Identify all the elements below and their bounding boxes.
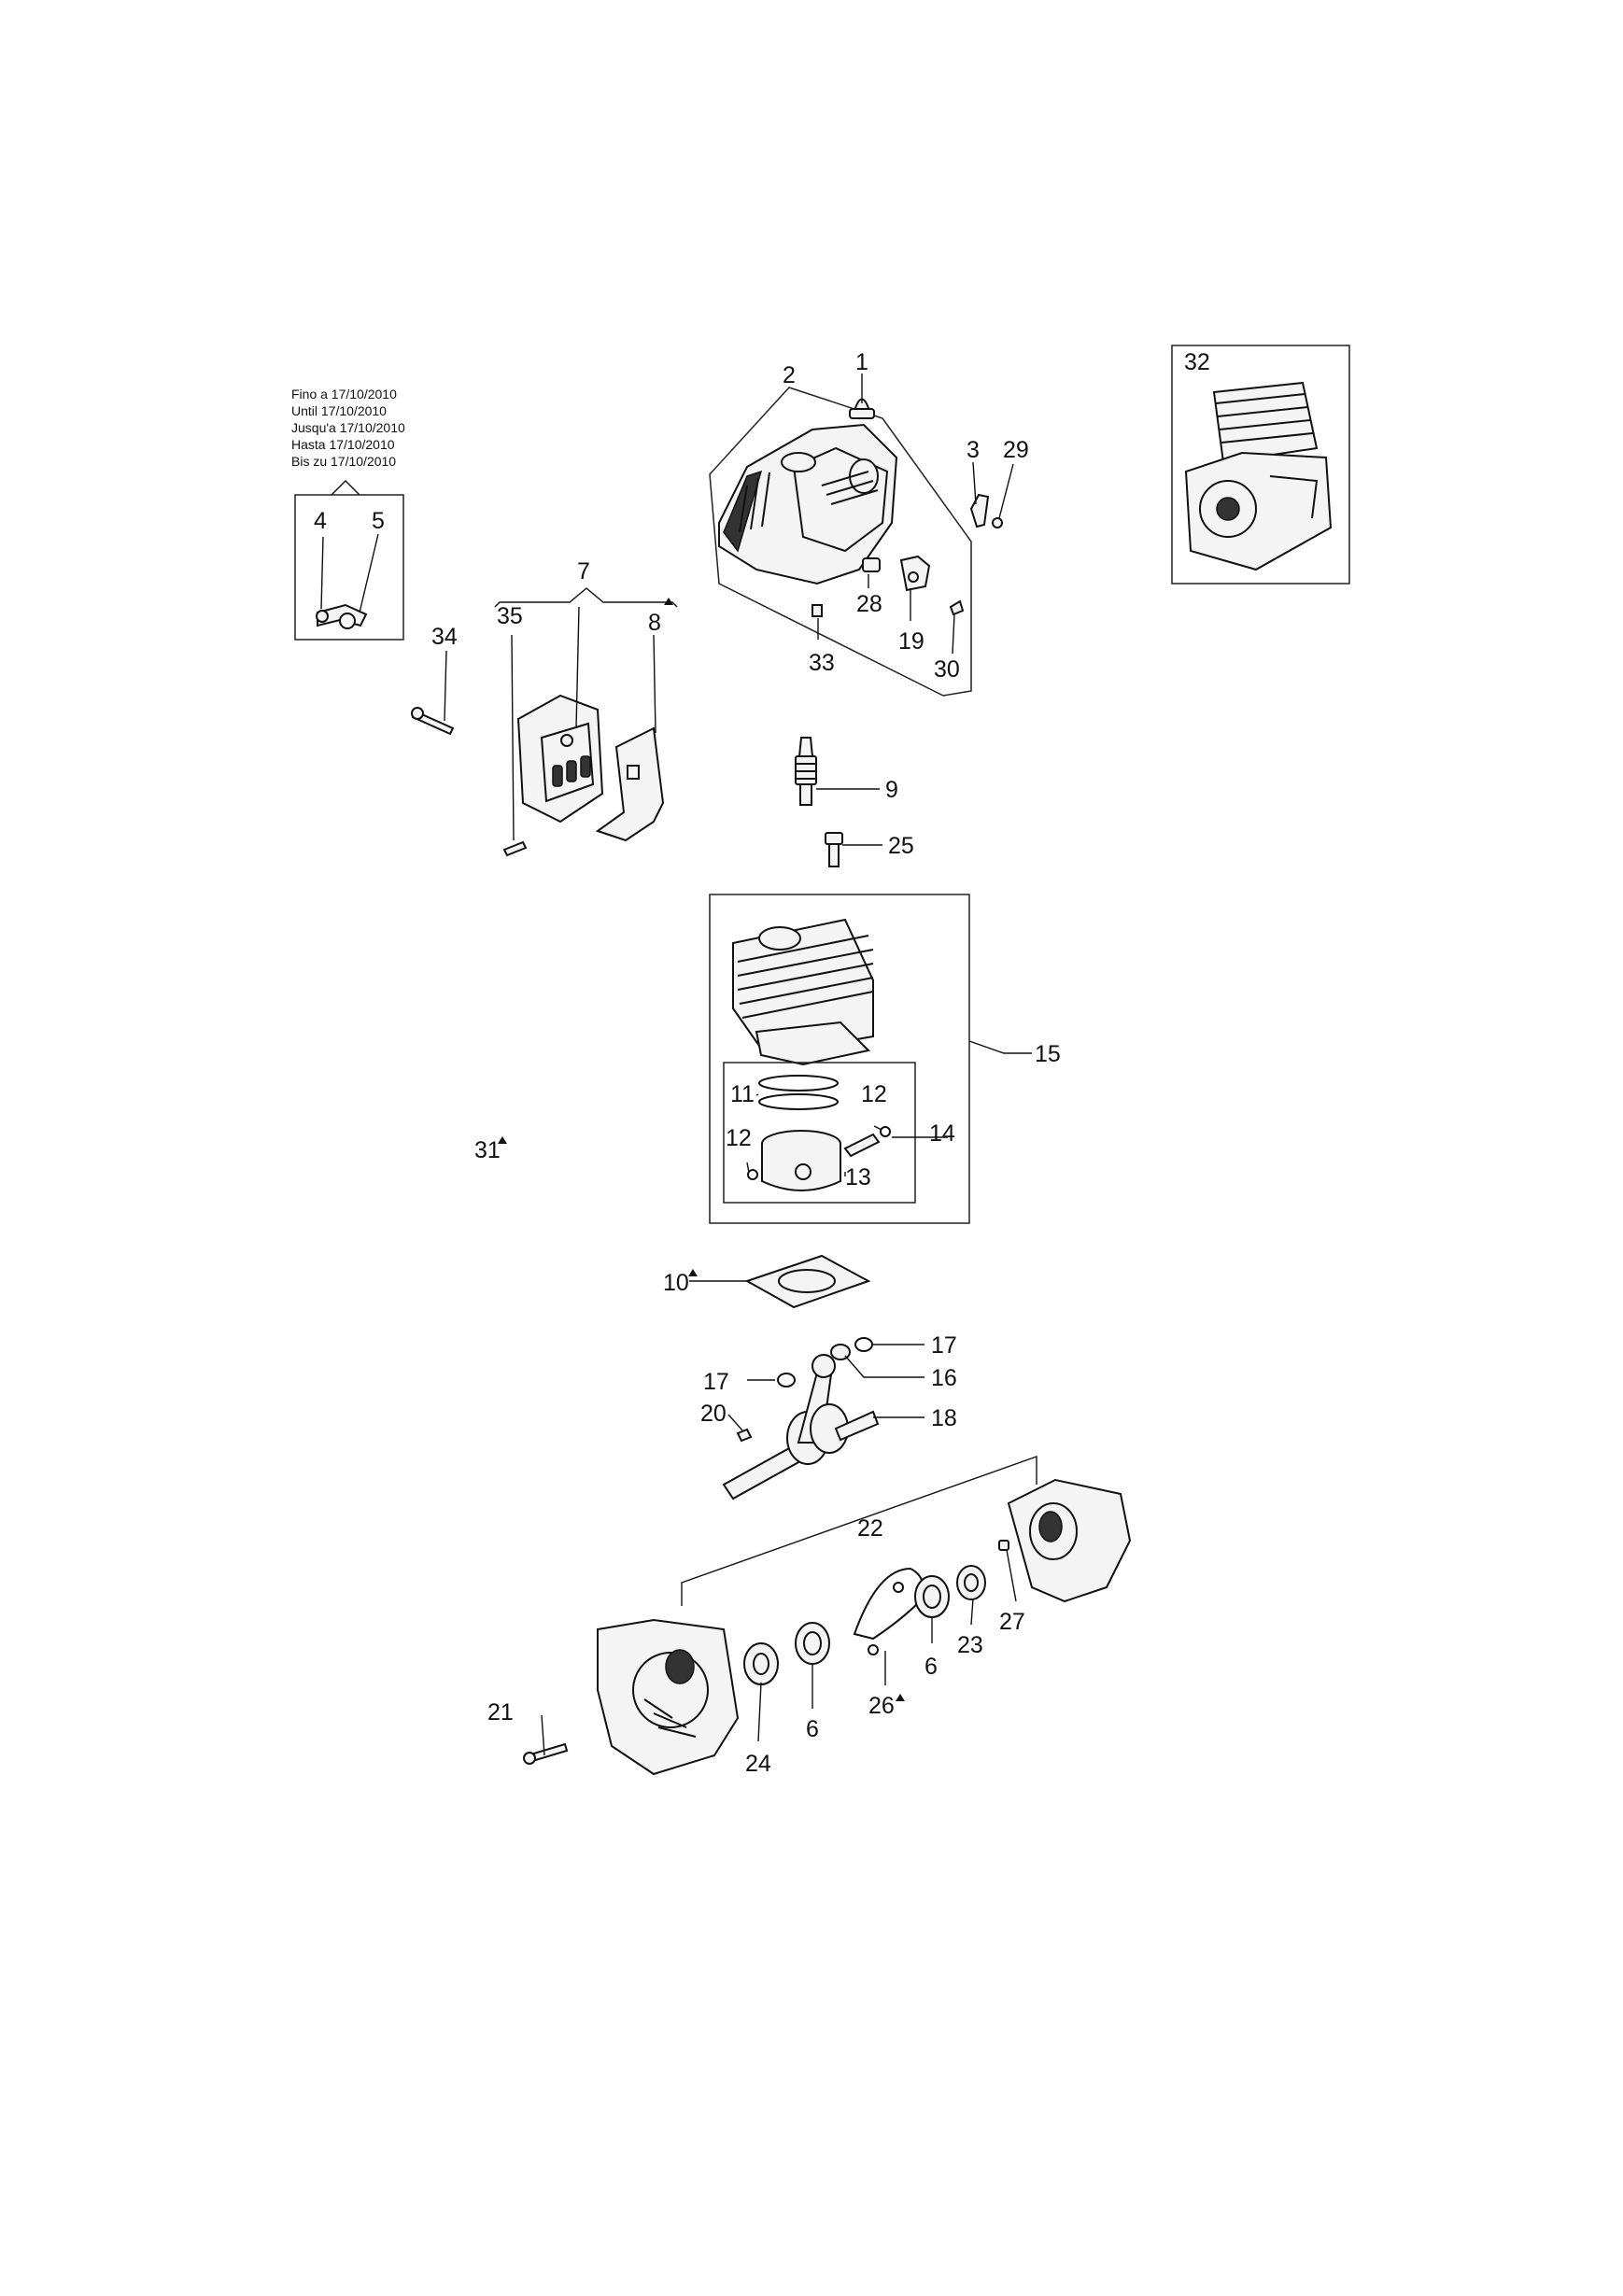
screw-part-25 bbox=[825, 832, 843, 867]
muffler-bracket bbox=[494, 587, 678, 608]
callout-23: 23 bbox=[957, 1632, 983, 1658]
note-line-es: Hasta 17/10/2010 bbox=[291, 437, 395, 452]
cylinder-gasket-part-10 bbox=[744, 1254, 871, 1309]
engine-shroud-part-2 bbox=[718, 423, 898, 585]
callout-31: 31 bbox=[474, 1137, 501, 1163]
mark-8 bbox=[664, 598, 673, 605]
callout-32: 32 bbox=[1184, 349, 1210, 375]
muffler-gasket-part-8 bbox=[595, 726, 665, 842]
piston-rings-part-11 bbox=[758, 1075, 839, 1110]
callout-21: 21 bbox=[487, 1699, 514, 1726]
callout-29: 29 bbox=[1003, 437, 1029, 463]
leader-21 bbox=[541, 1714, 545, 1756]
bolt-part-21 bbox=[523, 1742, 569, 1765]
callout-26: 26 bbox=[868, 1693, 895, 1719]
leader-16 bbox=[844, 1355, 924, 1378]
engine-assembly-box bbox=[1171, 345, 1350, 585]
shroud-group-outline bbox=[709, 387, 972, 697]
clamp-bolt-part-4-5 bbox=[316, 603, 368, 629]
callout-6b: 6 bbox=[924, 1654, 938, 1680]
callout-13: 13 bbox=[845, 1164, 871, 1190]
key-part-20 bbox=[736, 1428, 753, 1443]
callout-2: 2 bbox=[783, 362, 796, 388]
bolt-part-34 bbox=[411, 707, 455, 736]
mark-31 bbox=[498, 1136, 507, 1144]
callout-8: 8 bbox=[648, 610, 661, 636]
engine-assembly-part-32 bbox=[1184, 381, 1333, 571]
callout-27: 27 bbox=[999, 1609, 1025, 1635]
callout-18: 18 bbox=[931, 1405, 957, 1431]
callout-33: 33 bbox=[809, 650, 835, 676]
callout-22: 22 bbox=[857, 1515, 883, 1542]
callout-25: 25 bbox=[888, 833, 914, 859]
ball-bearing-right-part-6 bbox=[914, 1575, 950, 1618]
spark-plug-part-9 bbox=[795, 737, 817, 806]
leader-22 bbox=[681, 1456, 1037, 1606]
callout-28: 28 bbox=[856, 591, 882, 617]
callout-3: 3 bbox=[967, 437, 980, 463]
circlips-part-12 bbox=[747, 1126, 891, 1180]
cylinder-kit-box bbox=[709, 894, 970, 1224]
oil-seal-part-24 bbox=[743, 1642, 779, 1685]
mark-10 bbox=[688, 1269, 698, 1276]
pin-part-27 bbox=[998, 1540, 1009, 1551]
callout-35: 35 bbox=[497, 603, 523, 629]
primer-bulb-part-1 bbox=[849, 373, 875, 419]
note-line-it: Fino a 17/10/2010 bbox=[291, 387, 397, 401]
callout-7: 7 bbox=[577, 558, 590, 585]
piston-kit-box bbox=[723, 1062, 916, 1204]
legacy-clamp-box bbox=[294, 494, 404, 641]
callout-17a: 17 bbox=[703, 1369, 729, 1395]
leader-15 bbox=[968, 1040, 1032, 1054]
callout-19: 19 bbox=[898, 628, 924, 655]
callout-5: 5 bbox=[372, 508, 385, 534]
callout-12a: 12 bbox=[861, 1081, 887, 1107]
screw-part-35 bbox=[502, 840, 528, 857]
crankshaft-part-18 bbox=[722, 1354, 880, 1500]
ball-bearing-left-part-6 bbox=[795, 1622, 830, 1665]
callout-12b: 12 bbox=[726, 1125, 752, 1151]
cylinder-part-15 bbox=[732, 918, 874, 1066]
screw-part-33-30 bbox=[812, 599, 965, 617]
callout-9: 9 bbox=[885, 777, 898, 803]
note-line-de: Bis zu 17/10/2010 bbox=[291, 454, 396, 469]
note-bracket bbox=[331, 480, 360, 496]
callout-11: 11 bbox=[730, 1081, 755, 1107]
callout-16: 16 bbox=[931, 1365, 957, 1391]
callout-20: 20 bbox=[700, 1401, 727, 1427]
callout-1: 1 bbox=[855, 349, 868, 375]
note-line-en: Until 17/10/2010 bbox=[291, 403, 387, 418]
validity-note: Fino a 17/10/2010 Until 17/10/2010 Jusqu… bbox=[291, 387, 405, 496]
callout-17b: 17 bbox=[931, 1332, 957, 1359]
note-line-fr: Jusqu'a 17/10/2010 bbox=[291, 420, 405, 435]
callout-4: 4 bbox=[314, 508, 327, 534]
oil-seal-part-23 bbox=[956, 1565, 986, 1600]
mark-26 bbox=[896, 1694, 905, 1701]
callout-24: 24 bbox=[745, 1751, 771, 1777]
callout-34: 34 bbox=[431, 624, 458, 650]
piston-part-14 bbox=[761, 1130, 841, 1191]
callout-15: 15 bbox=[1035, 1041, 1061, 1067]
bracket-part-3-29 bbox=[969, 461, 1014, 528]
crankcase-half-left-part-22 bbox=[597, 1618, 740, 1776]
switch-part-28-19 bbox=[862, 555, 931, 592]
retaining-ring-part-26 bbox=[853, 1567, 924, 1655]
callout-10: 10 bbox=[663, 1270, 689, 1296]
callout-6a: 6 bbox=[806, 1716, 819, 1742]
callout-14: 14 bbox=[929, 1120, 955, 1147]
piston-pin-part-13 bbox=[843, 1133, 881, 1158]
crankcase-half-right-part-22 bbox=[1007, 1478, 1132, 1603]
callout-30: 30 bbox=[934, 656, 960, 683]
muffler-part-7 bbox=[516, 694, 604, 824]
